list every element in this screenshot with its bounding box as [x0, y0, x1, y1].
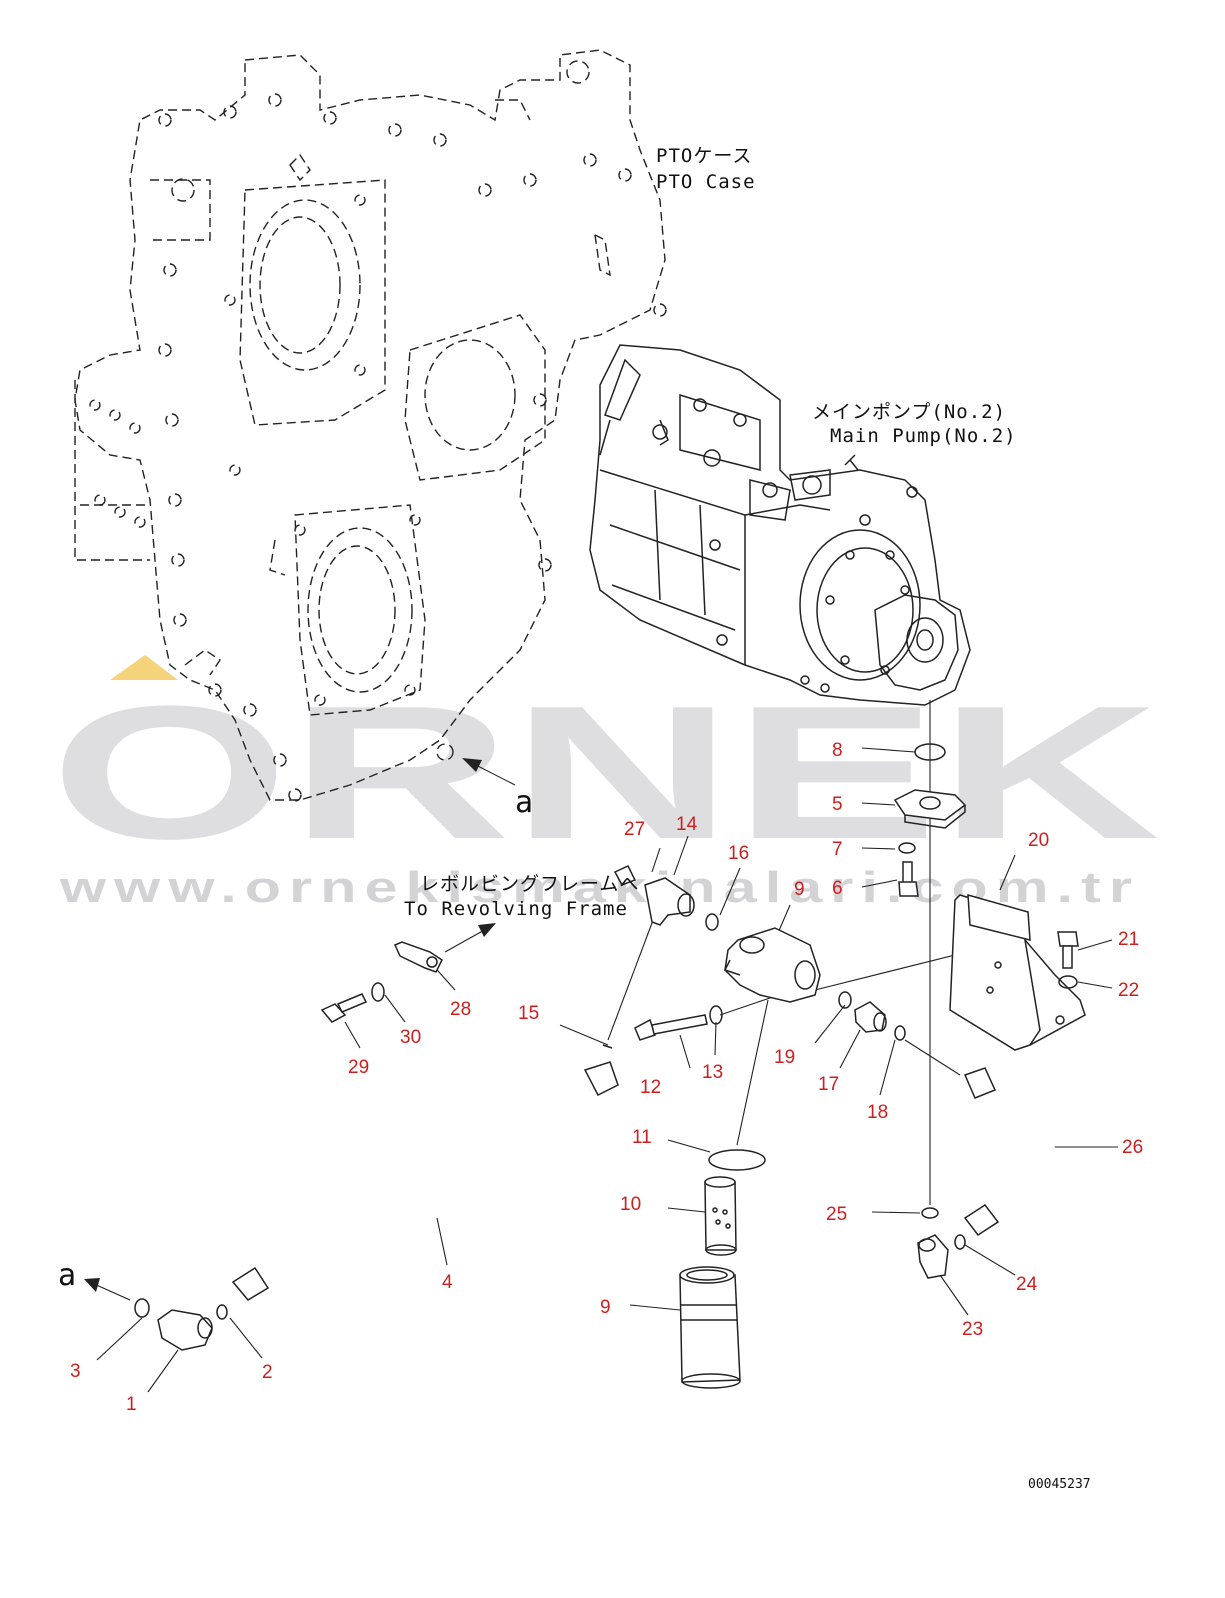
main-pump-label-en: Main Pump(No.2): [830, 425, 1017, 447]
callout-29: 29: [348, 1057, 369, 1078]
part-15-small-item: [602, 1044, 613, 1049]
callout-25: 25: [826, 1204, 847, 1225]
part-28-clamp: [394, 941, 443, 973]
callout-20: 20: [1028, 830, 1049, 851]
part-2-o-ring: [216, 1304, 228, 1320]
callout-numbers: 1 2 3 4 5 6 7 8 9 9 10 11 12 13 14 15 16…: [70, 740, 1143, 1415]
callout-17: 17: [818, 1074, 839, 1095]
callout-9-head: 9: [794, 879, 805, 900]
ref-a-bottom: a: [58, 1258, 76, 1293]
callout-30: 30: [400, 1027, 421, 1048]
callout-15: 15: [518, 1003, 539, 1024]
leader-lines: [84, 700, 1118, 1393]
ref-a-top: a: [515, 785, 533, 820]
part-22-washer: [1058, 975, 1078, 989]
part-21-bolt: [1057, 931, 1079, 969]
part-29-bolt: [320, 993, 368, 1023]
callout-18: 18: [867, 1102, 888, 1123]
callout-27: 27: [624, 819, 645, 840]
callout-2: 2: [262, 1362, 273, 1383]
callout-3: 3: [70, 1361, 81, 1382]
part-14-elbow: [644, 877, 695, 926]
part-8-o-ring: [914, 743, 946, 761]
callout-13: 13: [702, 1062, 723, 1083]
part-25-o-ring: [921, 1207, 939, 1219]
callout-7: 7: [832, 839, 843, 860]
part-6-bolt: [898, 861, 919, 897]
revolving-frame-label-en: To Revolving Frame: [404, 898, 628, 920]
part-30-washer: [371, 982, 385, 1002]
pto-case-outline: [74, 49, 667, 802]
part-11-o-ring: [708, 1149, 766, 1171]
callout-26: 26: [1122, 1137, 1143, 1158]
callout-5: 5: [832, 794, 843, 815]
callout-19: 19: [774, 1047, 795, 1068]
drawing-number: 00045237: [1028, 1477, 1091, 1492]
part-27-plug: [613, 865, 637, 886]
part-9-filter-head: [723, 927, 821, 1003]
arrow-to-ref-a-bottom: [84, 1278, 100, 1292]
part-12-bolt: [634, 1014, 708, 1041]
callout-28: 28: [450, 999, 471, 1020]
part-16-o-ring: [705, 913, 719, 931]
callout-16: 16: [728, 843, 749, 864]
part-17-adapter: [854, 1001, 887, 1033]
parts: [134, 743, 1086, 1389]
main-pump-no2: [589, 344, 971, 706]
watermark: ORNEK www.ornekismakinalari.com.tr: [50, 655, 1160, 912]
callout-22: 22: [1118, 980, 1139, 1001]
callout-11: 11: [632, 1127, 652, 1148]
part-19-o-ring: [838, 991, 852, 1009]
callout-6: 6: [832, 878, 843, 899]
callout-9-case: 9: [600, 1297, 611, 1318]
callout-1: 1: [126, 1394, 137, 1415]
arrow-to-revolving-frame: [478, 923, 496, 937]
callout-24: 24: [1016, 1274, 1038, 1295]
arrow-to-ref-a-top: [462, 758, 482, 772]
main-pump-label-jp: メインポンプ(No.2): [812, 401, 1006, 423]
part-10-filter-element: [704, 1176, 737, 1256]
drawing-notes: PTOケース PTO Case メインポンプ(No.2) Main Pump(N…: [58, 145, 1091, 1492]
part-23-elbow: [917, 1234, 949, 1279]
part-18-o-ring: [894, 1025, 906, 1041]
part-26-hose: [963, 1067, 1055, 1237]
pto-case-label-en: PTO Case: [656, 171, 756, 193]
part-1-elbow: [157, 1309, 213, 1351]
watermark-brand: ORNEK: [50, 667, 1160, 879]
callout-12: 12: [640, 1077, 661, 1098]
callout-23: 23: [962, 1319, 983, 1340]
callout-4: 4: [442, 1272, 453, 1293]
watermark-accent-mark: [110, 655, 178, 680]
part-20-bracket: [949, 893, 1086, 1051]
callout-8: 8: [832, 740, 843, 761]
part-5-split-flange: [893, 789, 967, 829]
pto-bolt-holes: [89, 60, 667, 802]
pto-case-label-jp: PTOケース: [656, 145, 752, 167]
callout-21: 21: [1118, 929, 1139, 950]
part-4-hose: [231, 1061, 619, 1301]
part-13-washer: [709, 1005, 723, 1025]
revolving-frame-label-jp: レボルビングフレームへ: [420, 873, 639, 895]
part-7-spring-washer: [898, 842, 916, 854]
part-9-filter-case: [679, 1266, 741, 1389]
callout-10: 10: [620, 1194, 641, 1215]
part-3-o-ring: [134, 1298, 150, 1318]
callout-14: 14: [676, 814, 698, 835]
part-24-o-ring: [954, 1234, 966, 1250]
